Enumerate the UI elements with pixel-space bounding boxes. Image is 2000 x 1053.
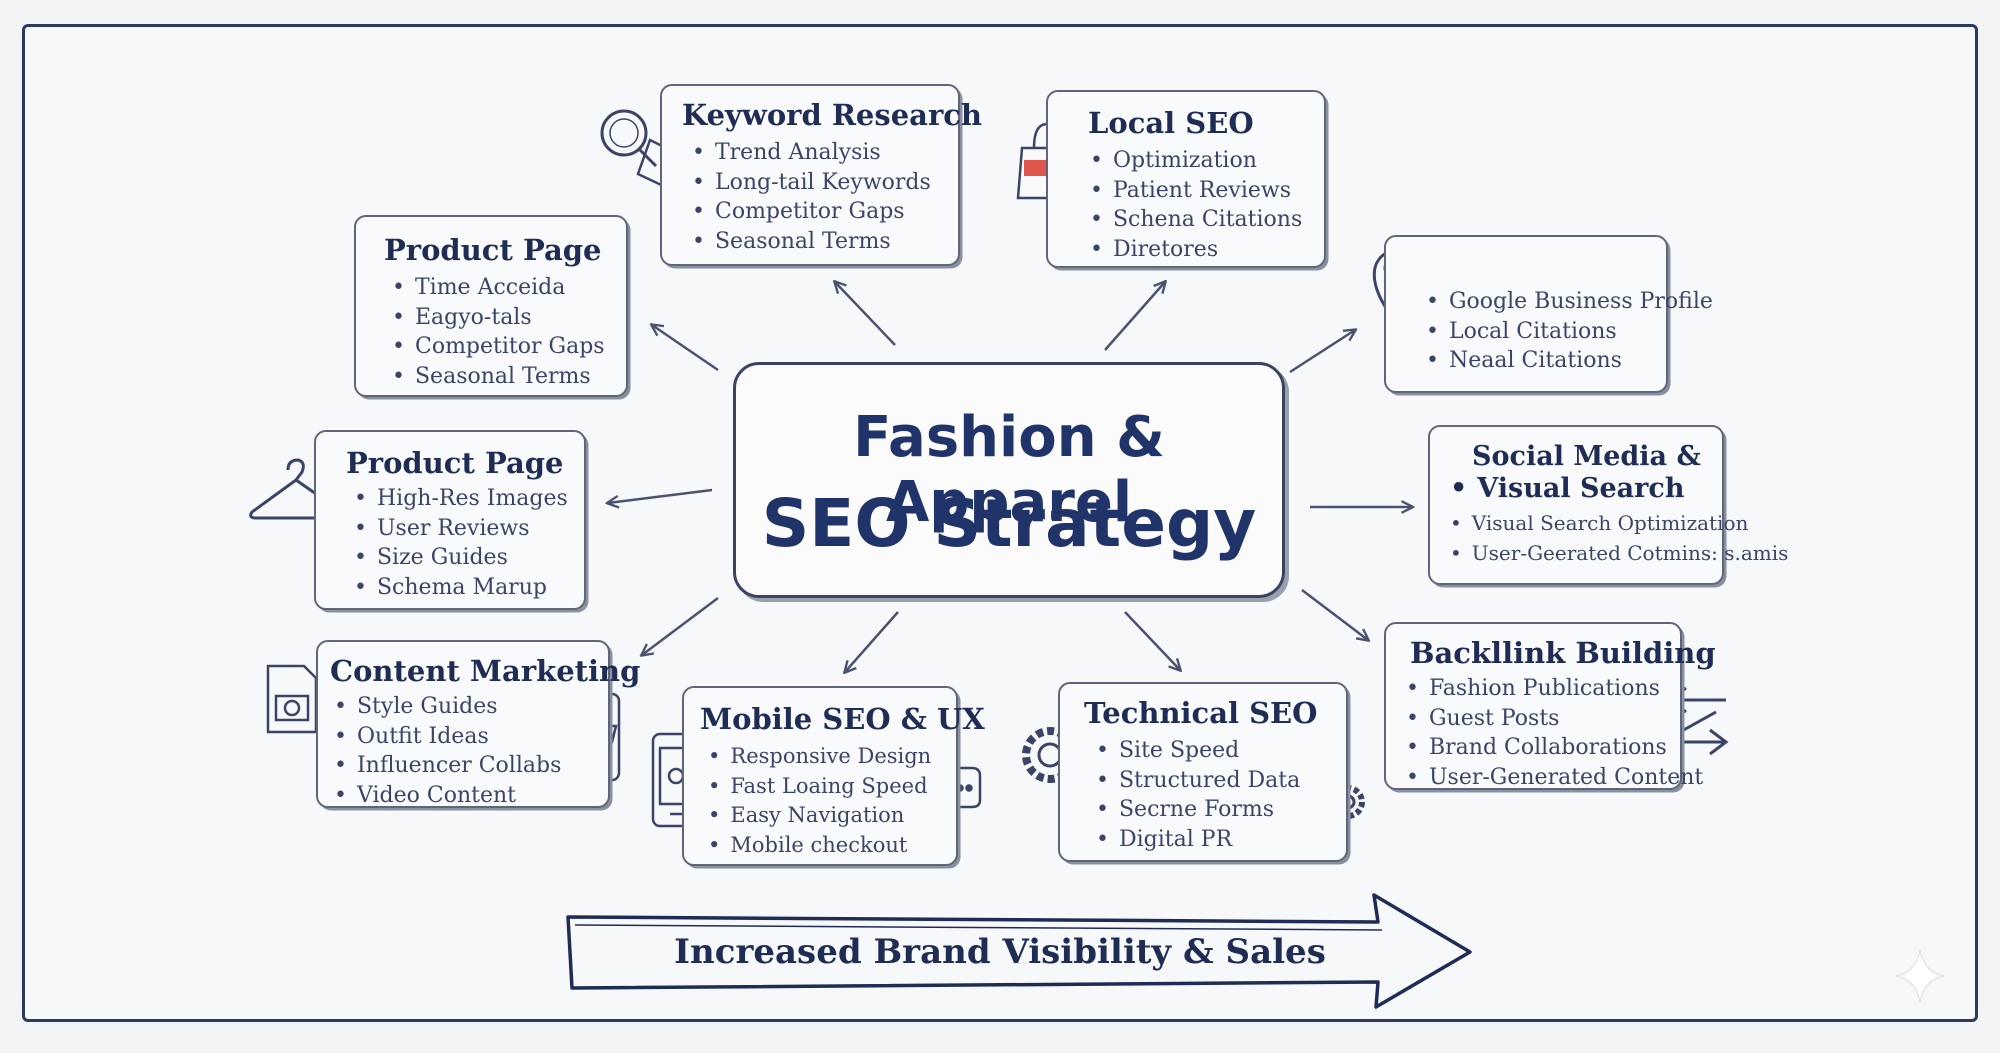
list-item: Guest Posts: [1406, 704, 1703, 734]
list-item: Structured Data: [1096, 766, 1300, 796]
list-item: Neaal Citations: [1426, 346, 1713, 376]
node-backlink-building: Backllink Building Fashion Publications …: [1384, 622, 1716, 790]
list-item: Easy Navigation: [708, 801, 931, 831]
list-item: Local Citations: [1426, 317, 1713, 347]
node-title: Product Page: [346, 446, 564, 480]
arrow-to-local-seo: [1104, 282, 1165, 351]
node-title-line2-text: Visual Search: [1477, 473, 1685, 504]
center-title-line1: Fashion & Apparel: [853, 405, 1165, 535]
node-technical-seo: Technical SEO Site Speed Structured Data…: [1058, 682, 1348, 862]
list-item: Competitor Gaps: [392, 332, 605, 362]
list-item: Eagyo-tals: [392, 303, 605, 333]
image-document-icon: [266, 664, 318, 734]
arrow-to-backlink-building: [1301, 589, 1368, 640]
list-item: Competitor Gaps: [692, 197, 931, 227]
arrow-to-keyword-research: [835, 282, 896, 346]
node-title-line2: •Visual Search: [1450, 473, 1685, 504]
node-google-business: Google Business Profile Local Citations …: [1384, 235, 1713, 393]
list-item: Seasonal Terms: [692, 227, 931, 257]
list-item: Trend Analysis: [692, 138, 931, 168]
list-item: Influencer Collabs: [334, 751, 561, 781]
list-item: Long-tail Keywords: [692, 168, 931, 198]
outcome-arrow-sketch-line: [574, 924, 1383, 931]
node-title: Content Marketing: [330, 654, 641, 688]
list-item: Google Business Profile: [1426, 287, 1713, 317]
list-item: Outfit Ideas: [334, 722, 561, 752]
list-item: Schena Citations: [1090, 205, 1302, 235]
node-social-media: Social Media & •Visual Search Visual Sea…: [1428, 425, 1788, 585]
list-item: Fashion Publications: [1406, 674, 1703, 704]
list-item: User Reviews: [354, 514, 568, 544]
node-title: Local SEO: [1088, 106, 1254, 140]
node-title: Technical SEO: [1084, 696, 1318, 730]
list-item: Video Content: [334, 781, 561, 811]
list-item: Secrne Forms: [1096, 795, 1300, 825]
list-item: Brand Collaborations: [1406, 733, 1703, 763]
center-title-line2: SEO Strategy: [761, 485, 1257, 562]
list-item: User-Generated Content: [1406, 763, 1703, 793]
list-item: Mobile checkout: [708, 831, 931, 861]
list-item: Optimization: [1090, 146, 1302, 176]
node-product-page-mid: Product Page High-Res Images User Review…: [314, 430, 586, 610]
node-product-page-top: Product Page Time Acceida Eagyo-tals Com…: [354, 215, 628, 397]
list-item: Site Speed: [1096, 736, 1300, 766]
node-title-line1: Social Media &: [1472, 441, 1701, 472]
arrow-to-technical-seo: [1124, 611, 1180, 670]
outcome-label: Increased Brand Visibility & Sales: [674, 932, 1326, 972]
list-item: Time Acceida: [392, 273, 605, 303]
list-item: Schema Marup: [354, 573, 568, 603]
list-item: Style Guides: [334, 692, 561, 722]
center-node: Fashion & Apparel SEO Strategy: [733, 362, 1285, 598]
node-local-seo: Local SEO Optimization Patient Reviews S…: [1046, 90, 1326, 268]
list-item: User-Geerated Cotmins: s.amis: [1450, 539, 1789, 569]
list-item: Diretores: [1090, 235, 1302, 265]
list-item: Digital PR: [1096, 825, 1300, 855]
node-keyword-research: Keyword Research Trend Analysis Long-tai…: [660, 84, 982, 266]
node-content-marketing: Content Marketing Style Guides Outfit Id…: [316, 640, 640, 811]
arrow-to-google-business: [1289, 330, 1355, 374]
node-title: Product Page: [384, 233, 602, 267]
list-item: High-Res Images: [354, 484, 568, 514]
arrow-to-content-marketing: [642, 597, 719, 655]
list-item: Responsive Design: [708, 742, 931, 772]
node-mobile-seo: Mobile SEO & UX Responsive Design Fast L…: [682, 686, 985, 866]
arrow-to-product-page-mid: [608, 488, 713, 503]
outcome-arrow: [566, 893, 1472, 1009]
node-title: Mobile SEO & UX: [700, 702, 985, 736]
sparkle-icon: [1895, 949, 1945, 1003]
node-title: Backllink Building: [1410, 636, 1716, 670]
list-item: Seasonal Terms: [392, 362, 605, 392]
list-item: Visual Search Optimization: [1450, 509, 1788, 539]
arrow-to-mobile-seo: [845, 611, 899, 672]
list-item: Patient Reviews: [1090, 176, 1302, 206]
list-item: Size Guides: [354, 543, 568, 573]
arrow-to-product-page-top: [652, 325, 719, 372]
node-title: Keyword Research: [682, 98, 982, 132]
list-item: Fast Loaing Speed: [708, 772, 931, 802]
